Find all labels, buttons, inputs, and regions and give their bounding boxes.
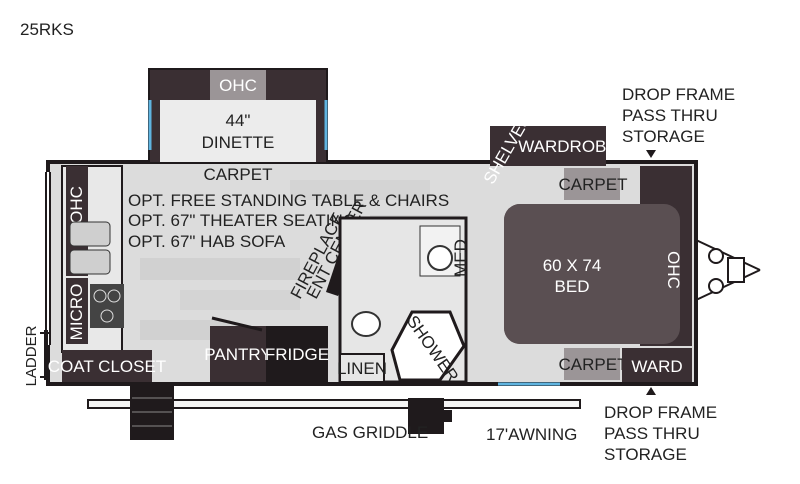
drop-top-3: STORAGE — [622, 127, 705, 146]
carpet-dinette-label: CARPET — [204, 165, 273, 184]
micro-cabinet — [66, 278, 88, 344]
micro-label: MICRO — [67, 284, 86, 341]
gas-griddle-icon — [408, 398, 452, 434]
ohc-left-label: OHC — [67, 186, 86, 224]
ohc-right-label: OHC — [664, 251, 683, 289]
linen-label: LINEN — [337, 359, 387, 378]
ohc-dinette-label: OHC — [219, 76, 257, 95]
opt-table-label: OPT. FREE STANDING TABLE & CHAIRS — [128, 191, 449, 210]
dinette-size-label: 44" — [226, 111, 251, 130]
wardrobe-label: WARDROBE — [518, 137, 618, 156]
drop-bot-1: DROP FRAME — [604, 403, 717, 422]
awning-label: 17'AWNING — [486, 425, 577, 444]
ward — [622, 348, 692, 382]
carpet-bottom — [564, 348, 620, 380]
linen — [339, 353, 385, 383]
opt-sofa-label: OPT. 67" HAB SOFA — [128, 232, 286, 251]
coat-closet-label: COAT CLOSET — [48, 357, 166, 376]
med-label: MED — [451, 239, 470, 277]
carpet-bottom-label: CARPET — [559, 355, 628, 374]
toilet-icon — [351, 311, 381, 337]
dinette-label: DINETTE — [202, 133, 275, 152]
ward-label: WARD — [631, 357, 682, 376]
gas-griddle-label: GAS GRIDDLE — [312, 423, 428, 442]
ladder-label: LADDER — [23, 325, 40, 386]
bed-size-label-top: 60 X 74 — [543, 256, 602, 275]
arrow-up-icon — [646, 387, 656, 395]
hitch-icon — [695, 239, 761, 301]
pantry — [210, 326, 266, 382]
drop-bot-3: STORAGE — [604, 445, 687, 464]
coat-closet — [62, 350, 152, 382]
fridge — [266, 326, 328, 382]
drop-top-2: PASS THRU — [622, 106, 718, 125]
pantry-label: PANTRY — [204, 345, 271, 364]
sink — [69, 221, 111, 247]
bed-label-top: BED — [555, 277, 590, 296]
arrow-down-icon — [646, 150, 656, 158]
drop-top-1: DROP FRAME — [622, 85, 735, 104]
drop-bot-2: PASS THRU — [604, 424, 700, 443]
entry-steps — [130, 384, 174, 440]
fridge-label: FRIDGE — [265, 345, 329, 364]
carpet-top — [564, 168, 620, 200]
sink-bath-icon — [427, 245, 453, 271]
opt-theater-label: OPT. 67" THEATER SEATING — [128, 211, 356, 230]
awning-bar — [87, 399, 581, 409]
ladder-icon — [40, 330, 50, 380]
shower — [390, 310, 466, 382]
stove-icon — [90, 284, 124, 328]
carpet-top-label: CARPET — [559, 175, 628, 194]
model-name: 25RKS — [20, 20, 74, 39]
